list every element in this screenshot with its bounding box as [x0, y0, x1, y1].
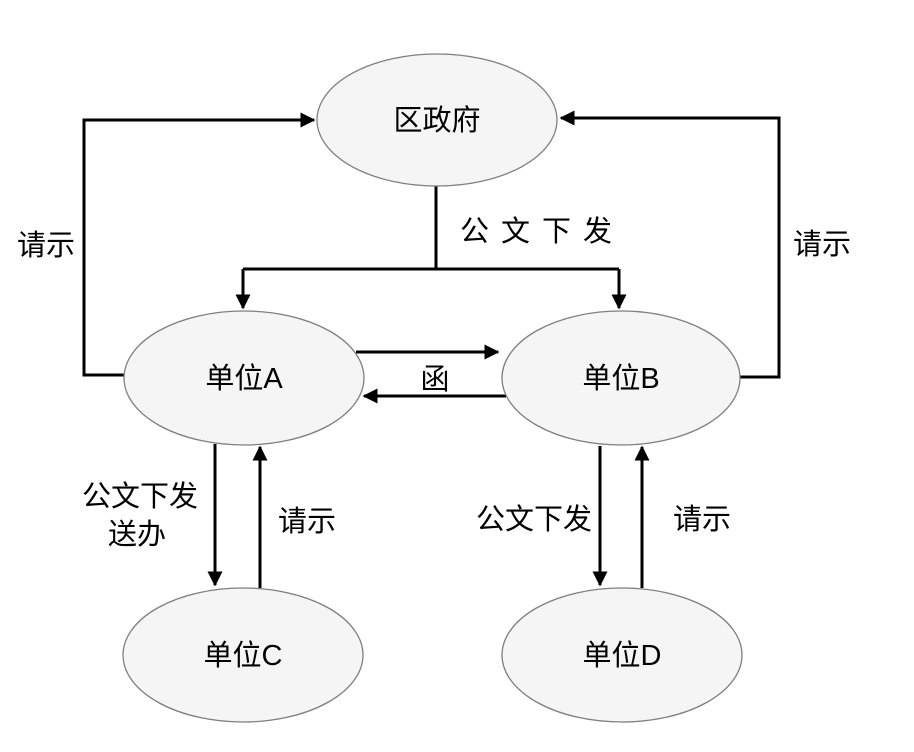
node-district-gov: 区政府 — [316, 53, 558, 187]
edge-label-group: 请示 请示 公文下发 函 公文下发 送办 请示 公文下发 请示 — [17, 215, 851, 551]
node-unit-d: 单位D — [501, 587, 743, 723]
label-request-left: 请示 — [17, 229, 75, 262]
node-district-gov-shape — [316, 53, 558, 187]
node-unit-d-shape — [501, 587, 743, 723]
node-unit-d-label: 单位D — [583, 639, 662, 672]
node-unit-c-shape — [122, 587, 364, 723]
node-district-gov-label: 区政府 — [393, 104, 480, 137]
node-unit-a-label: 单位A — [205, 362, 283, 395]
label-issue-ac-line1: 公文下发 — [82, 480, 198, 513]
label-issue-bd: 公文下发 — [476, 503, 592, 536]
label-request-right: 请示 — [793, 228, 851, 261]
node-unit-a: 单位A — [123, 310, 365, 446]
edge-request-b-to-gov — [559, 110, 781, 379]
edge-group — [82, 110, 781, 588]
node-unit-b: 单位B — [501, 310, 741, 446]
node-unit-b-label: 单位B — [582, 362, 659, 395]
node-unit-c: 单位C — [122, 587, 364, 723]
label-issue-top: 公文下发 — [460, 215, 624, 248]
node-unit-a-shape — [123, 310, 365, 446]
label-request-ca: 请示 — [278, 505, 336, 538]
label-letter: 函 — [420, 364, 449, 396]
node-unit-b-shape — [501, 310, 741, 446]
edge-request-a-to-gov — [82, 112, 316, 377]
node-unit-c-label: 单位C — [204, 639, 283, 672]
label-issue-ac-line2: 送办 — [108, 518, 166, 551]
label-request-db: 请示 — [673, 503, 731, 536]
